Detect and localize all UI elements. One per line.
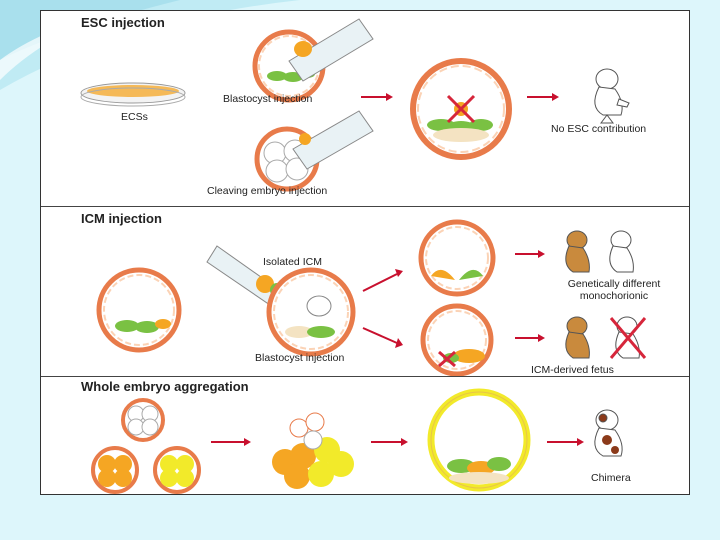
esc-injection-panel: ESC injection ECSs Blastocyst injection … [41, 11, 689, 207]
injection-pipette [288, 18, 374, 82]
orange-morula [91, 446, 139, 494]
fetus-icon [594, 68, 630, 124]
aggregate-cluster [272, 412, 354, 489]
blastocyst-left [96, 267, 182, 353]
chimera-fetus-icon [594, 409, 623, 457]
panel-title: Whole embryo aggregation [81, 379, 249, 394]
fetus-icm-icon [565, 316, 640, 359]
aggregation-panel: Whole embryo aggregation Chimera [41, 376, 689, 494]
white-morula [121, 398, 165, 442]
chimera-blastocyst [427, 388, 531, 492]
no-esc-label: No ESC contribution [551, 123, 647, 135]
chimera-label: Chimera [591, 472, 631, 484]
cross-icon [446, 94, 476, 124]
monochorionic-label: monochorionic [579, 290, 649, 302]
icm-derived-blastocyst [420, 303, 494, 376]
panel-title: ESC injection [81, 15, 165, 30]
arrows [361, 93, 559, 101]
isolated-icm-label: Isolated ICM [263, 256, 322, 268]
cross-icon [609, 317, 647, 359]
blastocyst-injection-label: Blastocyst injection [223, 93, 313, 105]
icm-arrows [362, 250, 545, 348]
icm-injection-panel: ICM injection Isolated ICM Blastocyst in… [41, 206, 689, 377]
yellow-morula [153, 446, 201, 494]
genetically-different-label: Genetically different [567, 278, 661, 290]
panel-title: ICM injection [81, 211, 162, 226]
blastocyst-middle [266, 267, 356, 357]
petri-dish [80, 82, 186, 107]
cleaving-embryo [254, 110, 374, 192]
fetus-pair-icon [565, 230, 634, 273]
icm-derived-fetus-label: ICM-derived fetus [531, 364, 614, 376]
cleaving-injection-label: Cleaving embryo injection [207, 185, 328, 197]
aggregation-arrows [211, 438, 584, 446]
figure: ESC injection ECSs Blastocyst injection … [40, 10, 690, 495]
twin-blastocyst [418, 219, 496, 297]
blastocyst-injection-label: Blastocyst injection [255, 352, 345, 364]
ecs-label: ECSs [121, 111, 148, 123]
